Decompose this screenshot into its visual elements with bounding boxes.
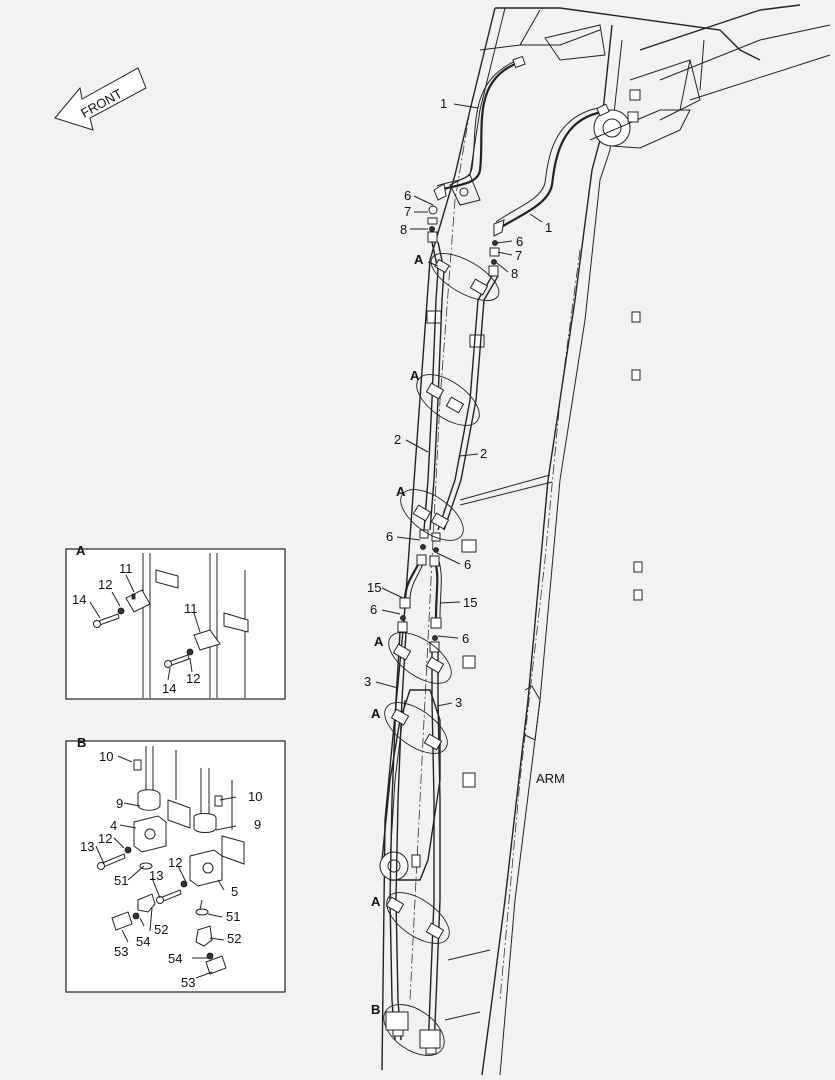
inset-b-label-12-lower: 12: [168, 855, 182, 870]
label-6-upper-left: 6: [404, 188, 411, 203]
inset-b-label-53-upper: 53: [114, 944, 128, 959]
label-8-upper-right: 8: [511, 266, 518, 281]
label-1-right: 1: [545, 220, 552, 235]
label-6-lower-left: 6: [370, 602, 377, 617]
label-6-mid-right: 6: [464, 557, 471, 572]
inset-a-label-14-upper: 14: [72, 592, 86, 607]
inset-a: A: [65, 543, 286, 700]
label-15-right: 15: [463, 595, 477, 610]
inset-b-label-4: 4: [110, 818, 117, 833]
label-2-right: 2: [480, 446, 487, 461]
label-15-left: 15: [367, 580, 381, 595]
arm-label: ARM: [536, 771, 565, 786]
inset-b-label-9-upper: 9: [116, 796, 123, 811]
fitting-right-upper: [488, 219, 505, 277]
callout-a-1: A: [414, 252, 424, 267]
clamp-group-3: [400, 489, 464, 541]
inset-a-label-11-upper: 11: [119, 561, 133, 576]
inset-b-label-10-lower: 10: [248, 789, 262, 804]
callout-a-5: A: [371, 706, 381, 721]
inset-a-label-12-lower: 12: [186, 671, 200, 686]
label-6-lower-right: 6: [462, 631, 469, 646]
inset-b-label-10-upper: 10: [99, 749, 113, 764]
clamp-group-2: [416, 374, 480, 426]
label-6-mid-left: 6: [386, 529, 393, 544]
inset-b-label-53-lower: 53: [181, 975, 195, 990]
label-1-left: 1: [440, 96, 447, 111]
leader-lines: [375, 103, 543, 707]
inset-b-label-54-lower: 54: [168, 951, 182, 966]
hoses-15: [399, 554, 442, 629]
inset-b-title: B: [77, 735, 86, 750]
fitting-2b: [431, 532, 441, 542]
label-2-left: 2: [394, 432, 401, 447]
inset-b: B: [65, 735, 286, 993]
block-group-b: [383, 1004, 445, 1056]
pipes-3: [389, 631, 441, 1051]
clamp-group-4: [388, 632, 452, 684]
label-6-upper-right: 6: [516, 234, 523, 249]
inset-b-label-52-upper: 52: [154, 922, 168, 937]
inset-a-label-11-lower: 11: [184, 601, 198, 616]
inset-b-label-13-upper: 13: [80, 839, 94, 854]
label-7-upper-left: 7: [404, 204, 411, 219]
inset-b-label-51-upper: 51: [114, 873, 128, 888]
inset-a-title: A: [76, 543, 86, 558]
inset-b-label-51-lower: 51: [226, 909, 240, 924]
front-arrow-icon: FRONT: [54, 67, 147, 131]
inset-b-label-54-upper: 54: [136, 934, 150, 949]
callout-a-4: A: [374, 634, 384, 649]
callout-a-2: A: [410, 368, 420, 383]
inset-b-label-52-lower: 52: [227, 931, 241, 946]
inset-b-label-5: 5: [231, 884, 238, 899]
callout-b-main: B: [371, 1002, 380, 1017]
label-3-right: 3: [455, 695, 462, 710]
inset-b-label-12-upper: 12: [98, 831, 112, 846]
clamp-group-5: [384, 702, 448, 754]
inset-a-label-14-lower: 14: [162, 681, 176, 696]
inset-b-label-13-lower: 13: [149, 868, 163, 883]
label-3-left: 3: [364, 674, 371, 689]
arm-structure: [379, 4, 831, 1076]
inset-b-label-9-lower: 9: [254, 817, 261, 832]
inset-a-label-12-upper: 12: [98, 577, 112, 592]
callout-a-3: A: [396, 484, 406, 499]
label-7-upper-right: 7: [515, 248, 522, 263]
label-8-upper-left: 8: [400, 222, 407, 237]
clamp-group-1: [430, 253, 500, 301]
hose-1-right: [495, 103, 610, 229]
clamp-group-6: [385, 892, 450, 944]
hose-1-left: [436, 55, 526, 192]
callout-a-6: A: [371, 894, 381, 909]
